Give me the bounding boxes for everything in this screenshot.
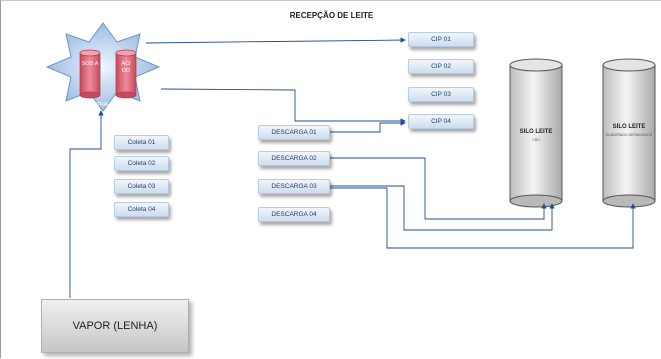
cip-box-02: CIP 02 bbox=[408, 59, 474, 74]
coleta-box-02: Coleta 02 bbox=[114, 156, 169, 171]
descarga-box-04: DESCARGA 04 bbox=[258, 207, 330, 222]
cip-box-03: CIP 03 bbox=[408, 87, 474, 102]
acid-tank bbox=[115, 49, 137, 99]
descarga-box-02: DESCARGA 02 bbox=[258, 151, 330, 166]
soda-tank-label: SOD A bbox=[81, 61, 99, 67]
soda-tank bbox=[79, 49, 101, 99]
coleta-box-03: Coleta 03 bbox=[114, 179, 169, 194]
connector-central-cip04 bbox=[160, 88, 406, 124]
diagram-title: RECEPÇÃO DE LEITE bbox=[289, 11, 374, 20]
silo-desnatados-sublabel: ELABORADO DESNATADOS bbox=[605, 133, 653, 137]
connector-vapor-central bbox=[69, 110, 104, 298]
connector-central-cip01 bbox=[145, 37, 406, 44]
connector-descarga01-cip04 bbox=[330, 120, 406, 133]
cip-box-04: CIP 04 bbox=[408, 114, 474, 129]
descarga-box-01: DESCARGA 01 bbox=[258, 125, 330, 140]
silo-cru-sublabel: CRU bbox=[532, 138, 540, 142]
central-cip-star bbox=[45, 22, 161, 112]
descarga-box-03: DESCARGA 03 bbox=[258, 179, 330, 194]
central-cip-label: CENTRAL CIP bbox=[86, 102, 120, 108]
connector-descarga02-silo-cru bbox=[330, 157, 547, 220]
coleta-box-04: Coleta 04 bbox=[114, 202, 169, 217]
connector-descarga03-silo-cru bbox=[330, 185, 555, 231]
vapor-lenha-box: VAPOR (LENHA) bbox=[41, 299, 189, 353]
connector-descarga03-silo-desnatados bbox=[330, 187, 636, 249]
silo-desnatados bbox=[602, 58, 656, 208]
coleta-box-01: Coleta 01 bbox=[114, 135, 169, 150]
silo-cru bbox=[509, 58, 563, 208]
silo-desnatados-label: SILO LEITE bbox=[612, 124, 646, 130]
cip-box-01: CIP 01 bbox=[408, 32, 474, 47]
acid-tank-label: ÁCI DO bbox=[121, 61, 131, 74]
silo-cru-label: SILO LEITE bbox=[519, 129, 553, 135]
